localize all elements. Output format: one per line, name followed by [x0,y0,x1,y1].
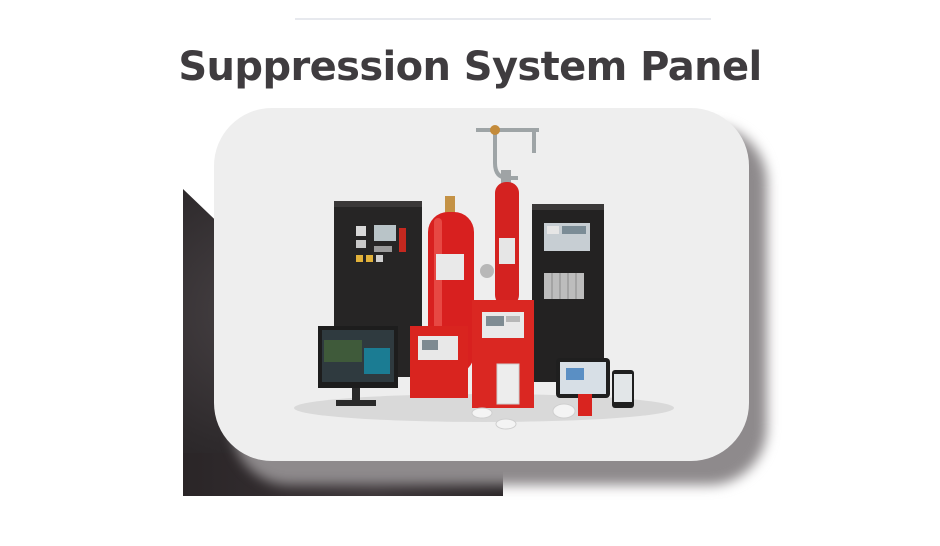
page-title: Suppression System Panel [178,44,762,90]
red-control-panel-small [410,326,468,398]
tablet-device [556,358,610,398]
monitor [318,326,398,406]
top-divider [295,18,711,20]
phone-device [612,370,634,408]
pipe-valve [490,125,500,135]
red-sounder [578,394,592,416]
product-collage-image [294,125,674,430]
black-control-panel-right [532,204,604,382]
product-card [214,108,749,461]
smoke-detectors [471,403,576,430]
white-detector-box [496,363,520,405]
red-cylinder-slim [480,170,519,306]
